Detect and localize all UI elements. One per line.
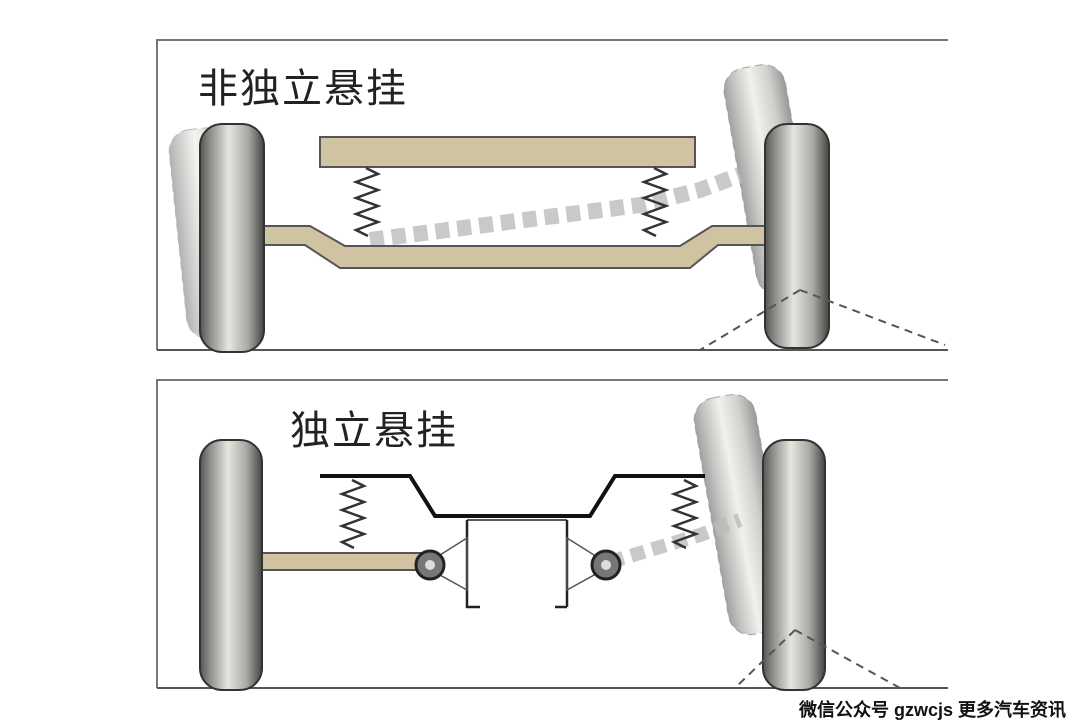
left-wheel: [199, 439, 263, 691]
spring-left: [352, 166, 382, 238]
panel-frame: [156, 379, 948, 688]
spring-left: [338, 478, 368, 550]
rigid-axle: [261, 225, 766, 269]
right-wheel: [762, 439, 826, 691]
body-plate: [320, 474, 705, 518]
independent-panel: [156, 379, 948, 691]
panel-frame: [156, 39, 948, 350]
tilt-guide: [699, 289, 801, 351]
non-independent-panel: [156, 39, 948, 353]
left-wheel: [199, 123, 265, 353]
tilt-guide: [794, 629, 901, 689]
differential-housing: [465, 520, 569, 609]
non-independent-suspension-title: 非独立悬挂: [198, 66, 408, 112]
watermark: 微信公众号 gzwcjs 更多汽车资讯: [798, 700, 1066, 720]
ghost-arm: [607, 513, 743, 569]
spring-right: [640, 166, 670, 238]
independent-suspension-title: 独立悬挂: [290, 408, 458, 454]
spring-right: [670, 478, 700, 550]
right-wheel: [764, 123, 830, 349]
control-arm-left: [261, 552, 431, 571]
tilt-guide: [799, 289, 946, 346]
ghost-axle: [368, 167, 743, 248]
chassis-bar: [319, 136, 696, 168]
